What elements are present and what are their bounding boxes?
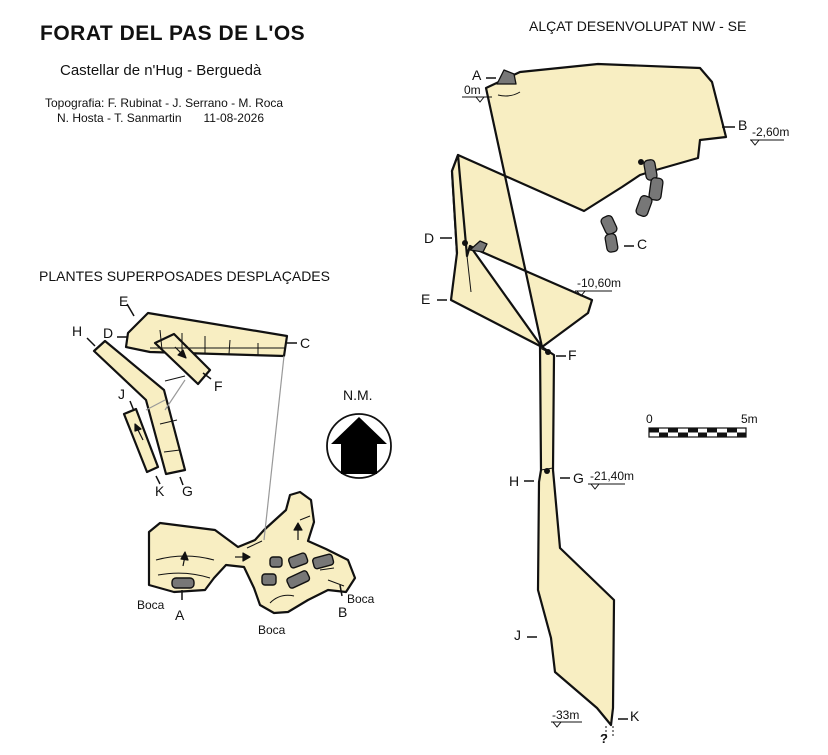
plan-gallery-h — [92, 339, 187, 476]
plan-station-g: G — [182, 483, 193, 499]
section-station-a: A — [472, 67, 482, 83]
plan-gallery-j — [122, 407, 160, 474]
section-shaft — [449, 153, 616, 727]
credits-line-2: N. Hosta - T. Sanmartin 11-08-2026 — [57, 111, 264, 125]
section-view — [437, 62, 735, 727]
entrance-label-a: Boca — [137, 598, 165, 612]
section-station-g: G — [573, 470, 584, 486]
section-station-d: D — [424, 230, 434, 246]
plan-labels: E H D C F J K G A B — [72, 293, 347, 623]
section-station-e: E — [421, 291, 430, 307]
depth-k: -33m — [552, 708, 579, 722]
depth-c: -10,60m — [577, 276, 621, 290]
section-station-k: K — [630, 708, 640, 724]
section-station-c: C — [637, 236, 647, 252]
plan-station-b: B — [338, 604, 347, 620]
depth-0: 0m — [464, 83, 481, 97]
unknown-continuation: ? — [600, 731, 608, 746]
plan-view — [86, 303, 357, 615]
section-station-dots — [462, 159, 644, 474]
survey-date: 11-08-2026 — [203, 111, 265, 125]
plan-flow-arrows — [134, 346, 303, 567]
plan-station-c: C — [300, 335, 310, 351]
depth-markers: 0m -2,60m -10,60m -21,40m -33m ? — [464, 83, 789, 746]
section-passage-upper — [450, 62, 728, 349]
credits-names: N. Hosta - T. Sanmartin — [57, 111, 182, 125]
plan-station-e: E — [119, 293, 128, 309]
entrance-label-b: Boca — [347, 592, 375, 606]
entrance-label-lower: Boca — [258, 623, 286, 637]
plan-station-a: A — [175, 607, 185, 623]
credits-line-1: Topografia: F. Rubinat - J. Serrano - M.… — [45, 96, 284, 110]
plan-gallery-upper — [124, 311, 289, 358]
plan-station-h: H — [72, 323, 82, 339]
plan-gallery-branch-f — [153, 332, 212, 386]
plan-heading: PLANTES SUPERPOSADES DESPLAÇADES — [39, 268, 330, 284]
section-station-h: H — [509, 473, 519, 489]
plan-station-d: D — [103, 325, 113, 341]
plan-projection-lines — [145, 355, 285, 541]
section-rock-blocks — [469, 69, 664, 253]
north-label: N.M. — [343, 387, 373, 403]
north-arrow: N.M. — [326, 387, 392, 479]
plan-rock-blocks — [171, 552, 335, 589]
map-subtitle: Castellar de n'Hug - Berguedà — [60, 62, 262, 79]
section-labels: A B D C E F H G J K — [421, 67, 747, 724]
plan-station-ticks — [86, 303, 343, 600]
section-station-j: J — [514, 627, 521, 643]
section-heading: ALÇAT DESENVOLUPAT NW - SE — [529, 18, 747, 34]
plan-entrance-labels: Boca Boca Boca — [137, 592, 375, 637]
scale-end: 5m — [741, 412, 758, 426]
scale-bar: 0 5m — [646, 412, 758, 438]
scale-start: 0 — [646, 412, 653, 426]
plan-station-k: K — [155, 483, 165, 499]
plan-entrance-chamber — [147, 490, 357, 615]
section-station-ticks — [437, 77, 735, 720]
map-title: FORAT DEL PAS DE L'OS — [40, 22, 306, 45]
depth-marker-lines — [462, 96, 784, 736]
depth-g: -21,40m — [590, 469, 634, 483]
section-station-b: B — [738, 117, 747, 133]
section-station-f: F — [568, 347, 577, 363]
north-arrow-icon — [331, 417, 387, 474]
depth-b: -2,60m — [752, 125, 789, 139]
plan-station-j: J — [118, 386, 125, 402]
plan-station-f: F — [214, 378, 223, 394]
